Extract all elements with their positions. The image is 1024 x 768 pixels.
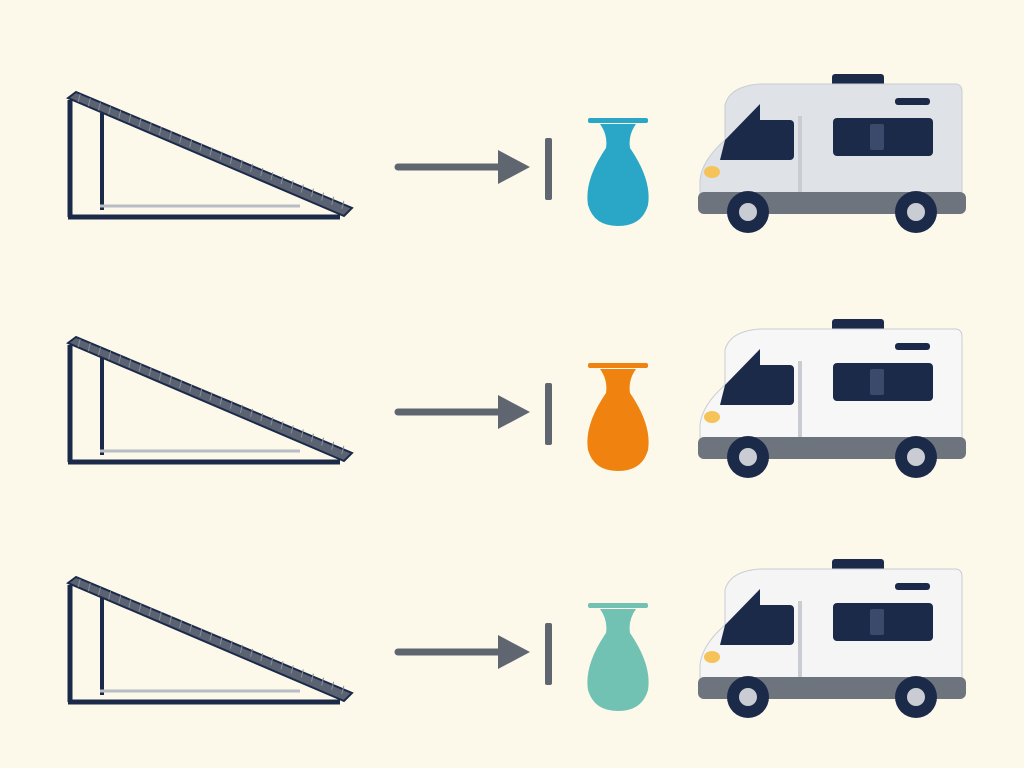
motorhome-icon	[698, 559, 966, 718]
vase-icon	[587, 118, 649, 226]
vase-icon	[587, 603, 649, 711]
row-2	[66, 319, 966, 478]
solar-ramp-icon	[66, 335, 354, 465]
solar-ramp-icon	[66, 90, 354, 220]
arrow-right-icon	[394, 623, 552, 685]
motorhome-icon	[698, 319, 966, 478]
solar-ramp-icon	[66, 575, 354, 705]
motorhome-icon	[698, 74, 966, 233]
row-1	[66, 74, 966, 233]
row-3	[66, 559, 966, 718]
arrow-right-icon	[394, 138, 552, 200]
arrow-right-icon	[394, 383, 552, 445]
vase-icon	[587, 363, 649, 471]
